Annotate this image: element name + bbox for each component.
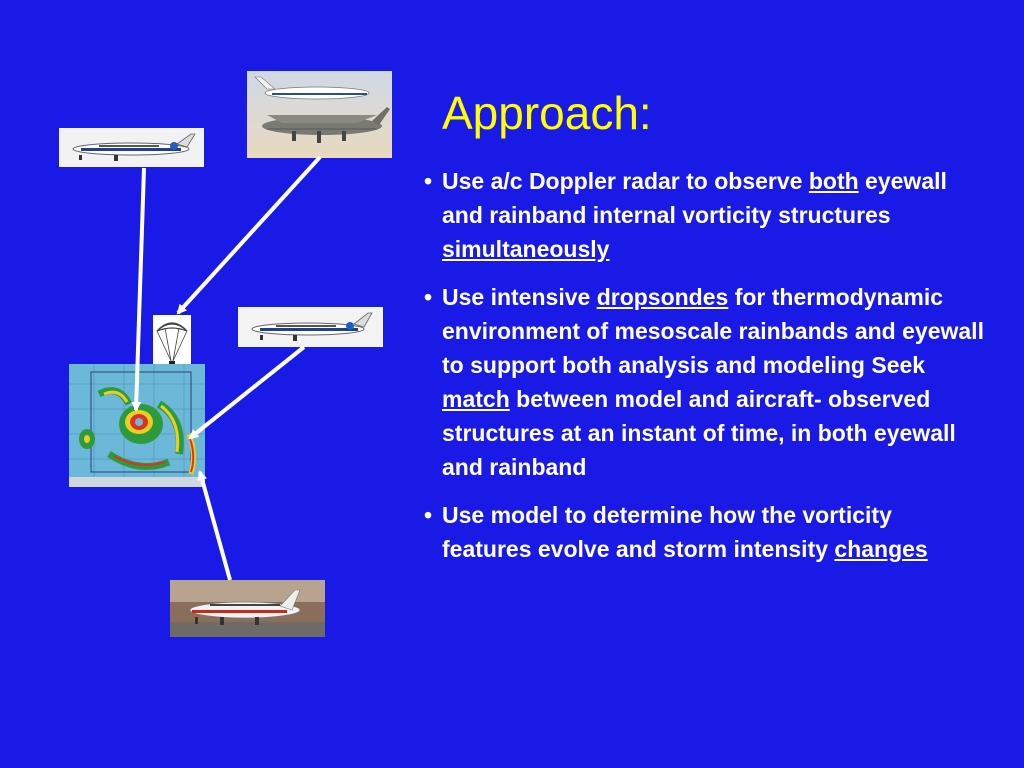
bullet-text: Use intensive xyxy=(442,284,597,310)
aircraft-photo-p3-left xyxy=(59,128,204,167)
bullet-text: between model and aircraft- observed str… xyxy=(442,386,956,480)
bullet-item: • Use model to determine how the vorticit… xyxy=(424,498,984,566)
bullet-text: Use a/c Doppler radar to observe xyxy=(442,168,809,194)
emphasized-text: match xyxy=(442,386,510,412)
aircraft-photo-p3-ground xyxy=(170,580,325,637)
aircraft-photo-p3-middle xyxy=(238,307,383,347)
bullet-dot: • xyxy=(424,502,433,528)
slide-title: Approach: xyxy=(442,87,652,139)
emphasized-text: changes xyxy=(834,536,928,562)
bullet-item: • Use intensive dropsondes for thermodyna… xyxy=(424,280,984,484)
arrow-jet-to-dropsonde xyxy=(176,155,322,315)
bullet-text: eyewall and rainband internal vorticity … xyxy=(442,168,947,228)
bullet-item: • Use a/c Doppler radar to observe both e… xyxy=(424,164,984,266)
bullet-text: for thermodynamic environment of mesosca… xyxy=(442,284,984,378)
dropsonde-parachute-icon xyxy=(153,315,191,371)
arrow-bottom-plane-to-storm xyxy=(197,470,232,581)
emphasized-text: both xyxy=(808,168,859,194)
emphasized-text: simultaneously xyxy=(442,236,610,262)
bullet-list: • Use a/c Doppler radar to observe both e… xyxy=(424,164,984,580)
emphasized-text: dropsondes xyxy=(596,284,729,310)
hurricane-radar-map xyxy=(69,364,205,487)
bullet-text: Use model to determine how the vorticity… xyxy=(442,502,892,562)
bullet-dot: • xyxy=(424,168,433,194)
arrow-middle-plane-to-storm xyxy=(188,345,306,440)
aircraft-photo-jet-c130 xyxy=(247,71,392,158)
bullet-dot: • xyxy=(424,284,433,310)
